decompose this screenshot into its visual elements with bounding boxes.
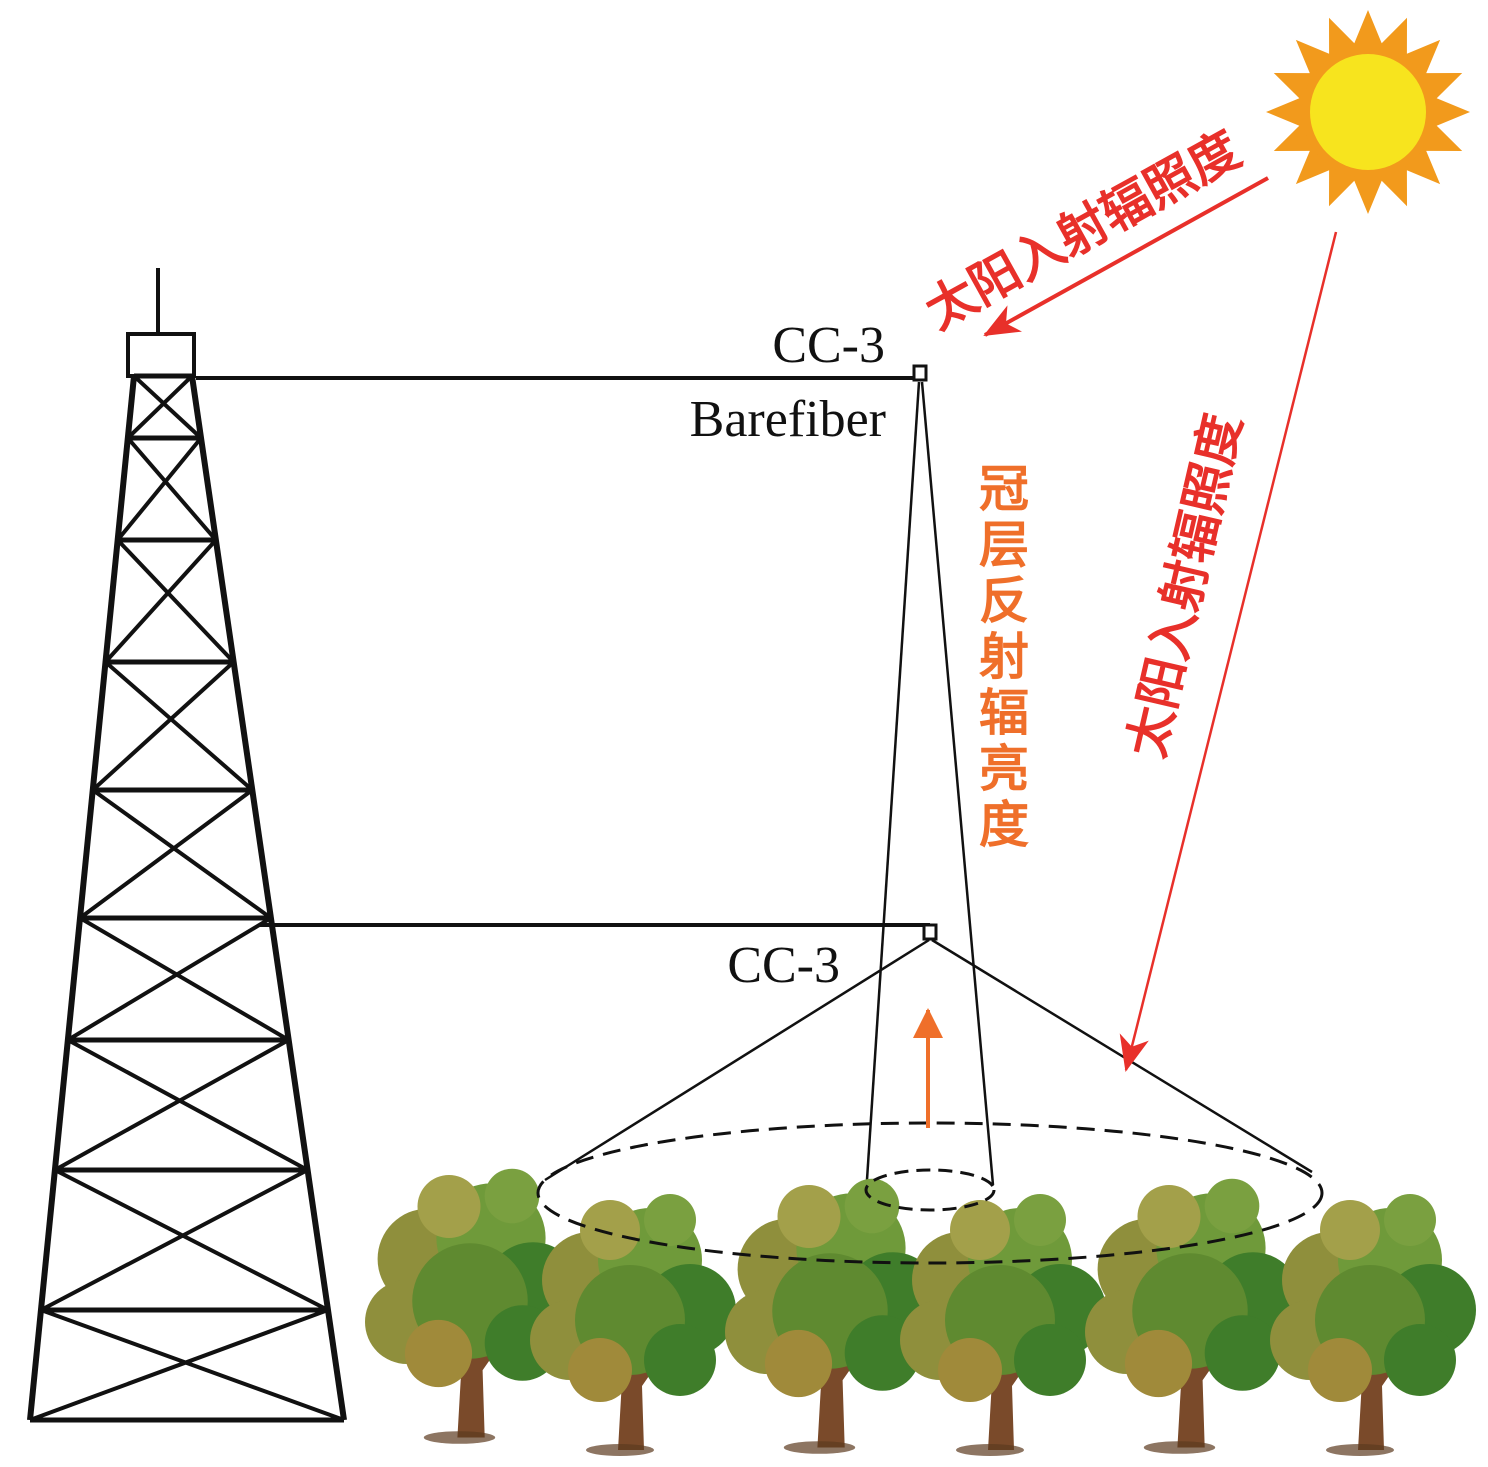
sensor-bottom-label: CC-3 xyxy=(727,937,840,994)
lower-sensor-footprint xyxy=(536,1121,1324,1265)
sensor-top-label: CC-3 xyxy=(772,317,885,374)
solar-irradiance-label-2: 太阳入射辐照度 xyxy=(1117,409,1252,763)
tree-icon xyxy=(530,1194,736,1456)
solar-irradiance-arrow-to-sensor xyxy=(983,176,1269,337)
solar-irradiance-arrow-to-canopy xyxy=(1119,231,1338,1072)
tree-row xyxy=(365,1168,1476,1456)
sun-icon xyxy=(1266,10,1470,214)
tree-icon xyxy=(1085,1178,1302,1454)
upper-sensor-fov xyxy=(864,381,995,1196)
upper-sensor-footprint xyxy=(864,1168,996,1212)
upper-sensor-head xyxy=(912,364,928,382)
canopy-radiance-label: 冠层反射辐亮度 xyxy=(971,462,1029,854)
lower-sensor-head xyxy=(922,923,938,941)
solar-irradiance-label-1: 太阳入射辐照度 xyxy=(916,120,1250,340)
tree-icon xyxy=(900,1194,1106,1456)
tree-icon xyxy=(1270,1194,1476,1456)
sensor-top-fiber-label: Barefiber xyxy=(690,391,886,448)
lattice-tower-icon xyxy=(27,268,347,1423)
